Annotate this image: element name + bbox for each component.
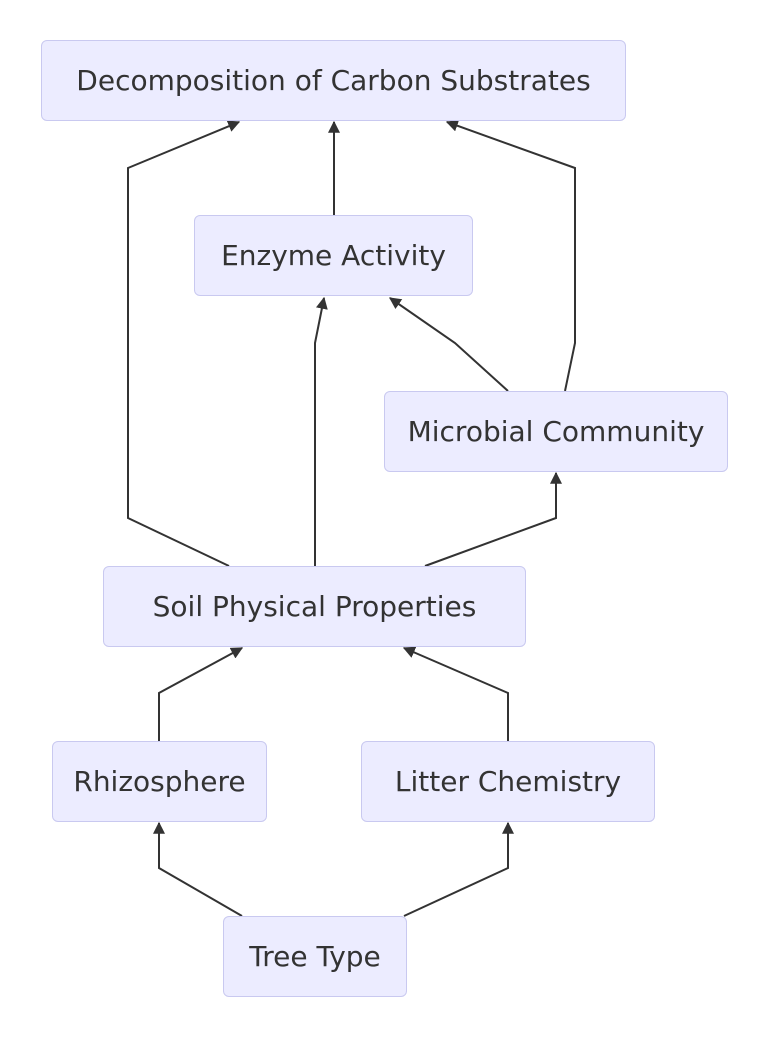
edge-rhizosphere-to-soil — [158, 647, 244, 741]
edge-soil-to-decomposition — [127, 120, 241, 567]
edge-microbial-to-decomposition — [445, 120, 576, 392]
edge-soil-to-microbial — [424, 471, 562, 567]
edge-microbial-to-enzyme — [389, 297, 509, 392]
edge-tree-to-rhizosphere — [153, 821, 243, 917]
node-litter-chemistry: Litter Chemistry — [361, 741, 655, 822]
node-tree-type: Tree Type — [223, 916, 407, 997]
node-decomposition: Decomposition of Carbon Substrates — [41, 40, 626, 121]
node-microbial-community: Microbial Community — [384, 391, 728, 472]
node-soil-physical-properties: Soil Physical Properties — [103, 566, 526, 647]
node-enzyme-activity: Enzyme Activity — [194, 215, 473, 296]
node-decomposition-label: Decomposition of Carbon Substrates — [76, 64, 591, 97]
edge-soil-to-enzyme — [314, 296, 328, 566]
node-microbial-community-label: Microbial Community — [407, 415, 705, 448]
node-litter-chemistry-label: Litter Chemistry — [394, 765, 622, 798]
edge-tree-to-litter — [403, 821, 514, 917]
node-enzyme-activity-label: Enzyme Activity — [221, 239, 446, 272]
node-soil-physical-properties-label: Soil Physical Properties — [152, 590, 477, 623]
node-rhizosphere-label: Rhizosphere — [73, 765, 246, 798]
node-tree-type-label: Tree Type — [249, 940, 381, 973]
edge-litter-to-soil — [402, 646, 509, 741]
node-rhizosphere: Rhizosphere — [52, 741, 267, 822]
